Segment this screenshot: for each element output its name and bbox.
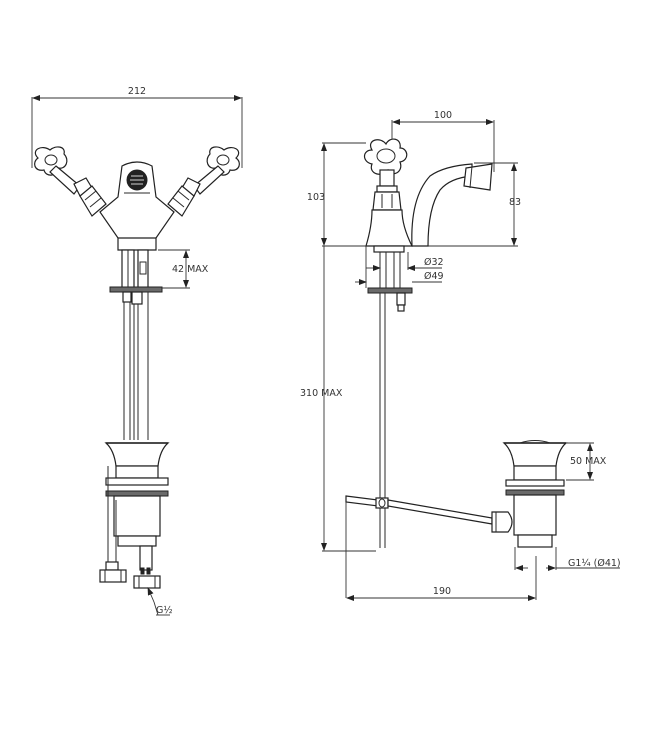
- front-view: 212: [31, 86, 243, 616]
- dim-label-212: 212: [128, 86, 146, 97]
- dim-label-190: 190: [433, 586, 451, 597]
- side-body-spout: [365, 163, 493, 247]
- front-rods: [122, 291, 149, 440]
- spout-nozzle: [463, 163, 493, 191]
- front-waste-assembly: G½: [99, 442, 173, 616]
- dim-label-50max: 50 MAX: [570, 456, 607, 467]
- right-cross-handle: [167, 146, 240, 217]
- dim-label-g114: G1¼ (Ø41): [568, 558, 621, 569]
- side-waste-assembly: 50 MAX G1¼ (Ø41): [491, 440, 621, 600]
- dim-waste-offset: 190: [346, 586, 536, 601]
- side-cross-handle: [363, 138, 408, 211]
- pop-up-rod: [379, 293, 386, 548]
- dim-label-310max: 310 MAX: [300, 388, 343, 399]
- dim-label-42max: 42 MAX: [172, 264, 209, 275]
- dim-body-height: 103: [307, 142, 366, 247]
- dim-label-103: 103: [307, 192, 325, 203]
- dim-label-phi32: Ø32: [424, 257, 444, 268]
- dim-total-depth: 310 MAX: [300, 246, 376, 552]
- dim-label-100: 100: [434, 110, 452, 121]
- mixer-body: [99, 161, 175, 251]
- dim-overall-width: 212: [31, 86, 243, 168]
- dim-spout-height: 83: [420, 162, 521, 247]
- pop-up-lever: [345, 495, 493, 598]
- dim-label-g-half: G½: [156, 605, 173, 616]
- dim-label-83: 83: [509, 197, 521, 208]
- side-shank: Ø32 Ø49: [355, 245, 444, 312]
- left-cross-handle: [34, 146, 107, 217]
- dim-label-phi49: Ø49: [424, 271, 444, 282]
- side-view: 100 103 83: [300, 110, 621, 601]
- front-shank: 42 MAX: [109, 249, 209, 293]
